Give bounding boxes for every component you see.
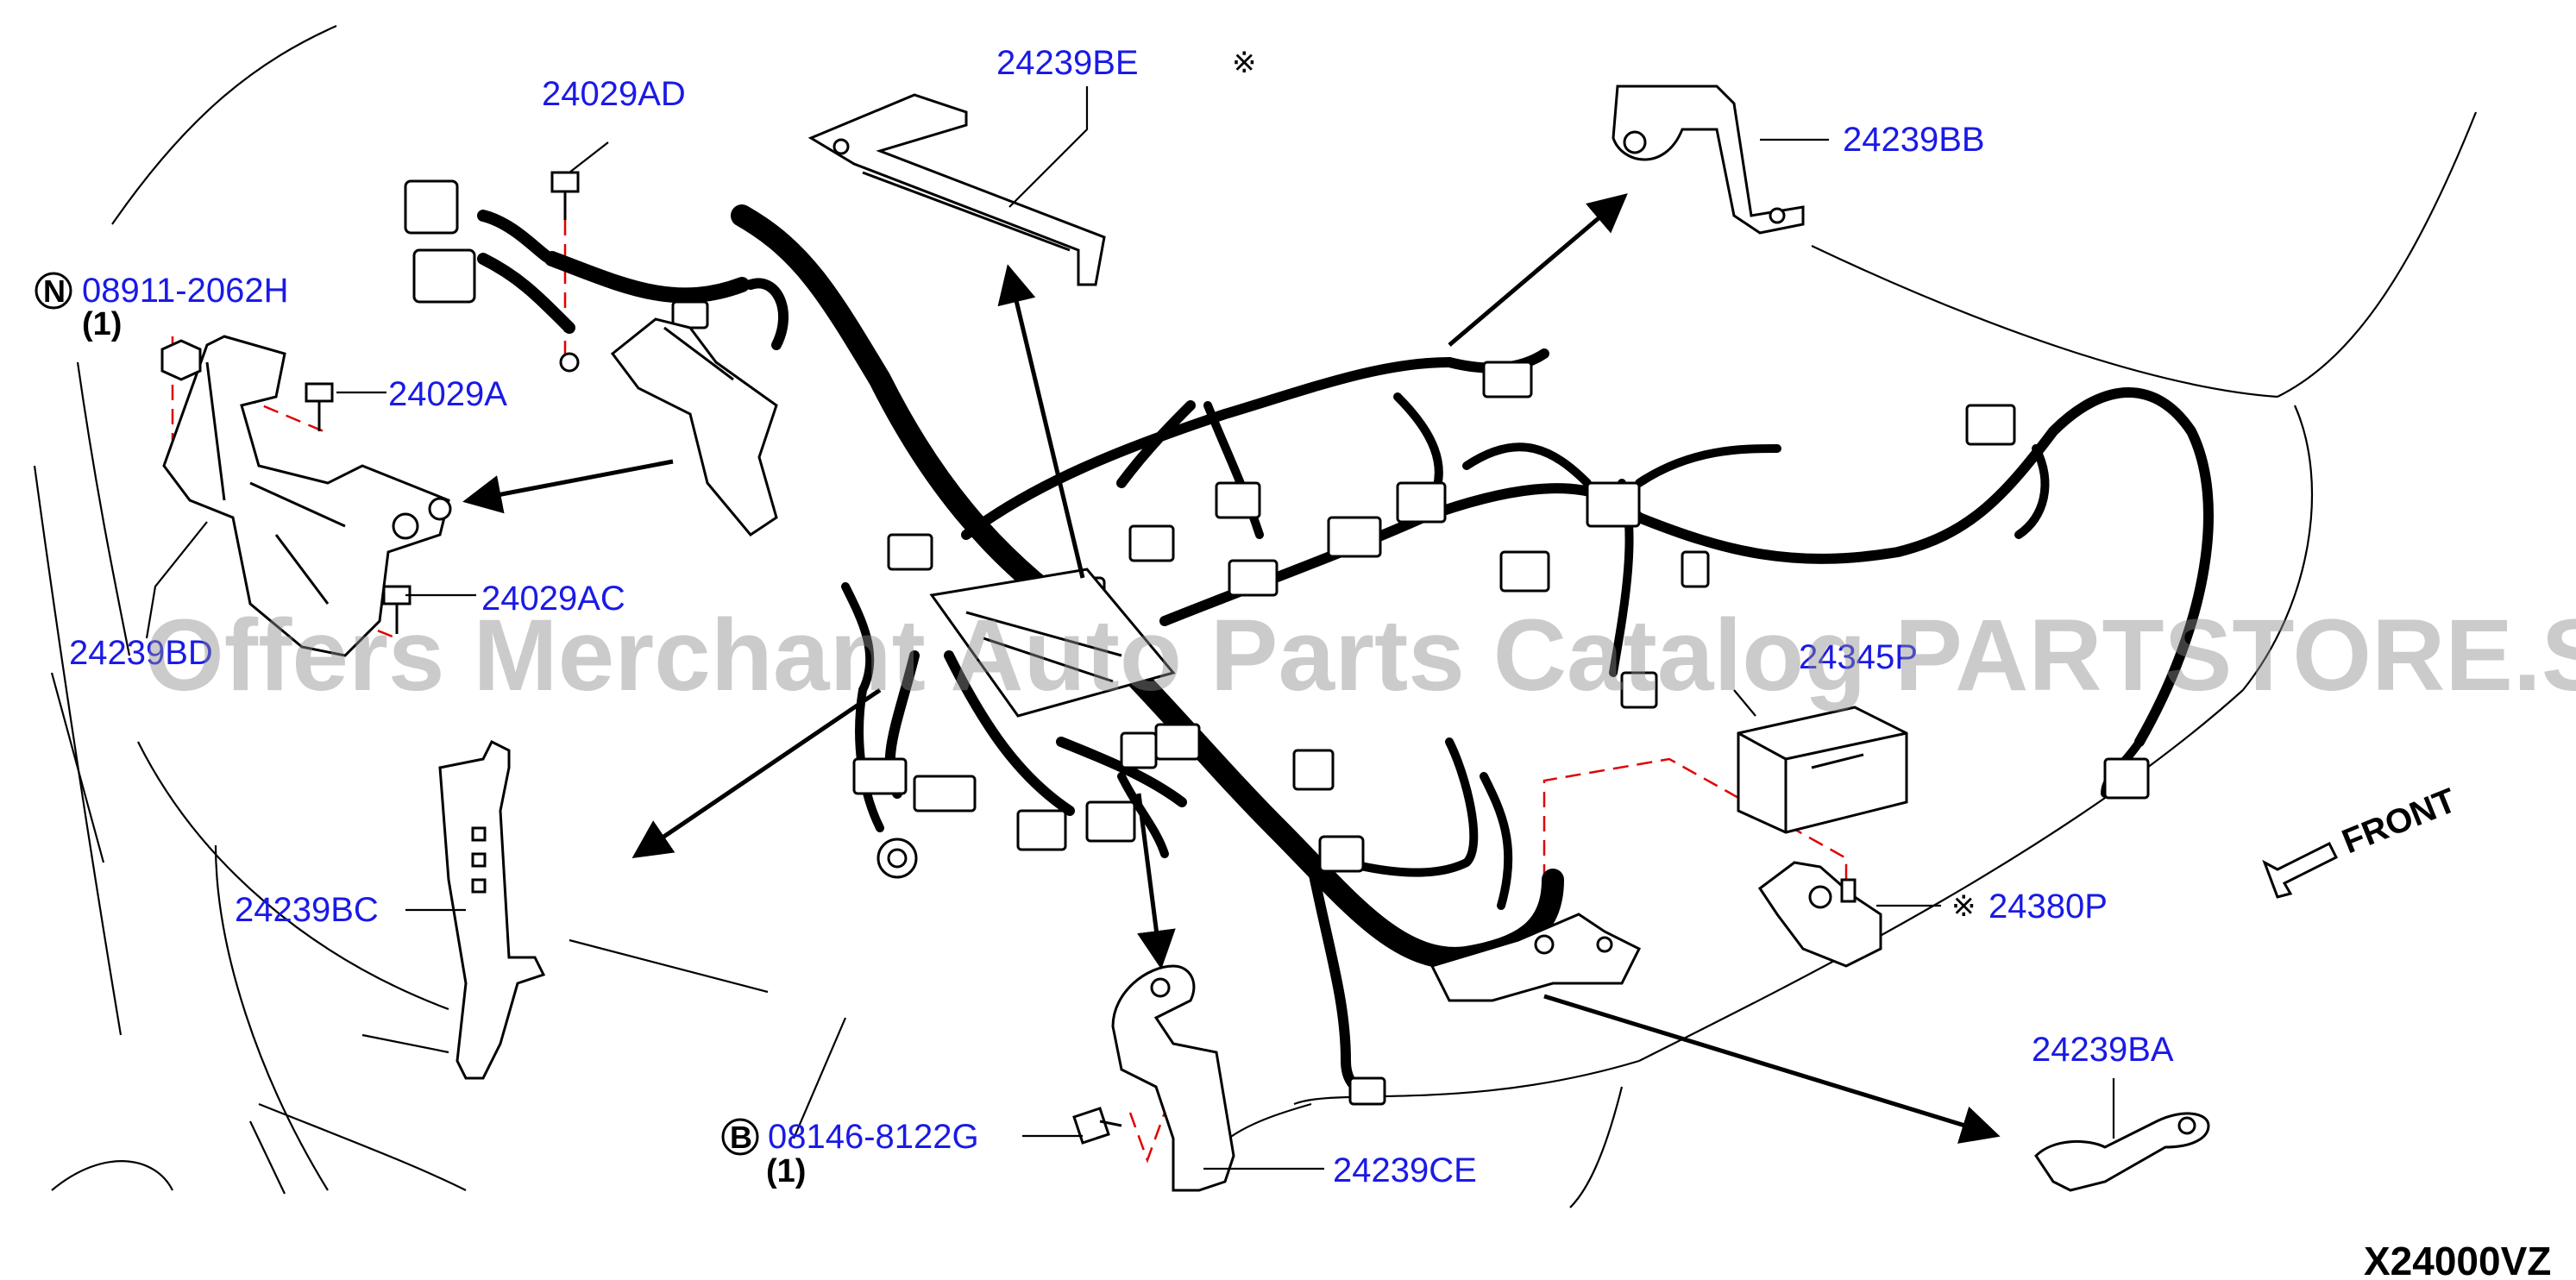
bracket-24239BB bbox=[1612, 85, 1805, 235]
fuse-box-24345P bbox=[1737, 706, 1908, 834]
nut-symbol-circle bbox=[35, 272, 72, 310]
leader-lines bbox=[145, 86, 2115, 1170]
watermark: Offers Merchant Auto Parts Catalog PARTS… bbox=[145, 599, 2576, 712]
label-24239BB[interactable]: 24239BB bbox=[1843, 121, 1985, 159]
bracket-24239CE bbox=[1072, 964, 1235, 1192]
label-24345P[interactable]: 24345P bbox=[1799, 638, 1918, 676]
exploded-view-arrows bbox=[462, 193, 2001, 1144]
body-outline bbox=[33, 24, 2478, 1208]
harness-end-bracket bbox=[1429, 913, 1642, 1002]
front-label: FRONT bbox=[2337, 781, 2461, 861]
bolt-24029AD bbox=[550, 171, 580, 220]
qty-08911-2062H: (1) bbox=[82, 306, 122, 342]
label-24239BE[interactable]: 24239BE bbox=[996, 44, 1139, 82]
label-24380P[interactable]: 24380P bbox=[1989, 888, 2108, 925]
diagram-code: X24000VZ bbox=[2364, 1239, 2551, 1280]
label-24239BC[interactable]: 24239BC bbox=[235, 891, 379, 929]
label-24029A[interactable]: 24029A bbox=[388, 375, 507, 413]
terminal-24380P bbox=[1757, 861, 1882, 968]
bolt-symbol-letter: B bbox=[730, 1120, 752, 1155]
label-24029AD[interactable]: 24029AD bbox=[542, 75, 686, 113]
reference-mark-top: ※ bbox=[1232, 46, 1257, 80]
bolt-symbol-circle bbox=[721, 1118, 759, 1156]
reference-mark-24380P: ※ bbox=[1951, 889, 1976, 924]
bracket-24239BA bbox=[2034, 1112, 2210, 1192]
label-24029AC[interactable]: 24029AC bbox=[481, 580, 625, 618]
harness-clip-bracket bbox=[559, 317, 778, 536]
nut-symbol-letter: N bbox=[43, 273, 66, 309]
bracket-24239BC bbox=[438, 739, 546, 1080]
bracket-24239BE bbox=[807, 93, 1106, 286]
label-24239CE[interactable]: 24239CE bbox=[1333, 1151, 1477, 1189]
label-24239BA[interactable]: 24239BA bbox=[2032, 1031, 2174, 1069]
connectors bbox=[404, 179, 2150, 1106]
qty-08146-8122G: (1) bbox=[766, 1153, 806, 1189]
label-08911-2062H[interactable]: 08911-2062H bbox=[82, 272, 288, 310]
front-direction-indicator: FRONT bbox=[2262, 781, 2461, 899]
part-labels: 24029AD 24239BE ※ 24239BB N 08911-2062H … bbox=[35, 44, 2174, 1189]
label-08146-8122G[interactable]: 08146-8122G bbox=[768, 1118, 979, 1156]
bracket-24239BD bbox=[160, 335, 452, 657]
label-24239BD[interactable]: 24239BD bbox=[69, 634, 213, 672]
